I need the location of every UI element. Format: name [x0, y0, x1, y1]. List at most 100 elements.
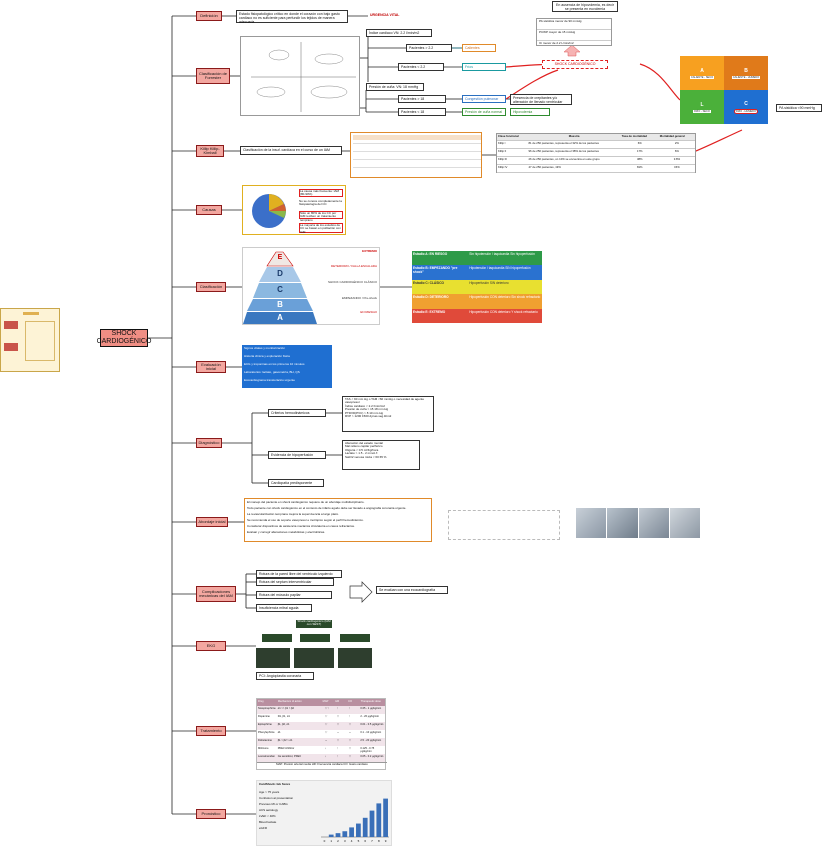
tratamiento-cell: ↑: [336, 755, 339, 758]
tratamiento-cell: α1: [277, 731, 281, 734]
quadrant-l[interactable]: L FRÍO - SECO: [680, 90, 724, 124]
tratamiento-cell: ↔: [336, 731, 340, 734]
tratamiento-cell: ↑: [348, 715, 350, 718]
tratamiento-cell: α1 >> β1 > β2: [277, 707, 294, 710]
hypoperfusion-item: Mal relleno capilar periférico: [345, 444, 383, 449]
stage-desc: Hipoperfusión CON deterioro Sin shock re…: [469, 295, 541, 299]
tratamiento-cell: Milrinone: [258, 747, 269, 750]
branch-causas[interactable]: Causas: [196, 205, 222, 215]
pronostico-bar: [328, 834, 334, 837]
branch-abordaje[interactable]: Abordaje inicial: [196, 517, 228, 527]
forrester-frios[interactable]: Fríos: [462, 63, 506, 71]
branch-pronostico[interactable]: Pronóstico: [196, 809, 226, 819]
forrester-pcp-gt[interactable]: Pacientes > 18: [398, 95, 446, 103]
stages-table: Estadio A: EN RIESGO Sin hipotensión / t…: [412, 251, 542, 323]
quadrant-c[interactable]: C FRÍO - HÚMEDO: [724, 90, 768, 124]
tratamiento-cell: ↔: [324, 739, 328, 742]
shock-label: SHOCK CARDIOGÉNICO: [542, 60, 608, 69]
hypoperfusion-note: En ausencia de hipovolemia, es decir se …: [552, 1, 618, 12]
branch-forrester[interactable]: Clasificación de Forrester: [196, 68, 230, 84]
stage-desc: Hipoperfusión CON deterioro Y shock refr…: [469, 310, 538, 314]
thumb-frame: [25, 321, 55, 361]
urgency-label: URGENCIA VITAL: [370, 13, 400, 17]
stage-row: Estadio C: CLÁSICO Hipoperfusión SIN det…: [412, 280, 542, 294]
stage-name: Estadio A: EN RIESGO: [413, 252, 448, 256]
killip-header-cell: Tasa de mortalidad: [620, 134, 659, 141]
killip-cell: Killip II: [497, 149, 528, 157]
tratamiento-cell: PDE3 inhibitor: [277, 747, 295, 750]
branch-killip[interactable]: Killip Killip-Kimball: [196, 145, 224, 157]
x-tick-label: 4: [351, 839, 353, 843]
abordaje-line: Evaluar y corregir alteraciones metabóli…: [247, 531, 326, 534]
tratamiento-cell: Ca sensitizer, PDE3: [277, 755, 301, 758]
tratamiento-cell: ↓: [324, 747, 327, 750]
evidencia-hipoperfusion[interactable]: Evidencia de hipoperfusión: [268, 451, 326, 459]
forrester-congestion[interactable]: Congestión pulmonar: [462, 95, 506, 103]
tratamiento-cell: ↑: [348, 707, 350, 710]
hemodynamic-item: Presión de cuña > 15 18 mm Hg: [345, 407, 389, 412]
root-node[interactable]: SHOCK CARDIOGÉNICO: [96, 329, 152, 347]
hemodynamic-item: PTDVD(PVC) > 8 10 mm Hg: [345, 410, 384, 415]
tratamiento-cell: ↑↑: [336, 723, 340, 726]
ekg-box: [256, 648, 290, 668]
pronostico-bar: [383, 798, 388, 837]
quadrant-code: L: [700, 101, 704, 108]
branch-complicaciones[interactable]: Complicaciones mecánicas del IAM: [196, 586, 236, 602]
angiography-image: [576, 508, 607, 538]
quadrant-a[interactable]: A CALIENTE - SECO: [680, 56, 724, 90]
criterios-hemodinamicos[interactable]: Criterios hemodinámicos: [268, 409, 326, 417]
branch-ekg[interactable]: EKG: [196, 641, 226, 651]
branch-tratamiento[interactable]: Tratamiento: [196, 726, 226, 736]
killip-cell: 17%: [620, 149, 659, 157]
quadrant-code: B: [744, 67, 748, 74]
branch-definicion[interactable]: Definición: [196, 11, 222, 21]
forrester-index-gt[interactable]: Pacientes > 2.2: [406, 44, 452, 52]
complicacion-item[interactable]: Rotura de la pared libre del ventrículo …: [256, 570, 342, 578]
pyramid: [243, 251, 317, 324]
branch-evaluacion[interactable]: Evaluación inicial: [196, 361, 226, 373]
forrester-normal[interactable]: Presión de cuña normal: [462, 108, 506, 116]
level-label: B: [277, 300, 283, 309]
quadrant-b[interactable]: B CALIENTE - HÚMEDO: [724, 56, 768, 90]
hypoperfusion-item: SatO2 venosa mixta < 60 65 %: [345, 454, 387, 459]
cardiopatia-predisponente[interactable]: Cardiopatía predisponente: [268, 479, 324, 487]
stage-desc: Hipoperfusión SIN deterioro: [469, 281, 509, 285]
forrester-calientes[interactable]: Calientes: [462, 44, 496, 52]
causa-note: La mayoría de los estudios de CC se basa…: [299, 223, 343, 234]
pronostico-bar: [356, 823, 361, 837]
complicacion-item[interactable]: Rotura del septum interventricular: [256, 578, 334, 586]
tratamiento-cell: Epinephrine: [258, 723, 272, 726]
x-tick-label: 8: [378, 839, 380, 843]
killip-cell: 96 de 250 pacientes, representa el 38% d…: [527, 149, 621, 157]
causas-pie: [252, 194, 286, 228]
tratamiento-cell: ↑↑: [336, 739, 340, 742]
pronostico-label: Blood lactate: [259, 820, 277, 824]
x-tick-label: 0: [324, 839, 326, 843]
tratamiento-header-cell: Drug: [258, 700, 264, 703]
tratamiento-header-cell: MAP: [322, 700, 329, 703]
forrester-index-lt[interactable]: Pacientes < 2.2: [398, 63, 444, 71]
killip-header-row: Clase funcional Muestra Tasa de mortalid…: [497, 134, 695, 141]
forrester-pcp-lt[interactable]: Pacientes < 18: [398, 108, 446, 116]
pronostico-label: Age > 75 years: [259, 790, 280, 794]
hemodynamic-list: TAS < 90 mm Hg o TAM <60 mmHg o necesida…: [342, 396, 434, 432]
level-title: SHOCK CARDIOGÉNICO CLÁSICO: [327, 280, 377, 284]
killip-row: Killip II 96 de 250 pacientes, represent…: [497, 149, 695, 157]
tratamiento-table: Drug Mechanism of action MAP HR CO Thera…: [256, 698, 387, 770]
tratamiento-cell: Norepinephrine: [258, 707, 276, 710]
branch-clasificacion[interactable]: Clasificación: [196, 282, 226, 292]
tratamiento-cell: 0.05 - 1 μg/kg/min: [360, 707, 382, 710]
complicacion-item[interactable]: Rotura del músculo papilar: [256, 591, 332, 599]
killip-cell: 2%: [658, 141, 695, 149]
pronostico-bar: [335, 833, 341, 837]
ekg-box: [294, 648, 334, 668]
branch-diagnostico[interactable]: Diagnóstico: [196, 438, 222, 448]
complicacion-item[interactable]: Insuficiencia mitral aguda: [256, 604, 312, 612]
tratamiento-cell: ↑↑: [324, 715, 328, 718]
